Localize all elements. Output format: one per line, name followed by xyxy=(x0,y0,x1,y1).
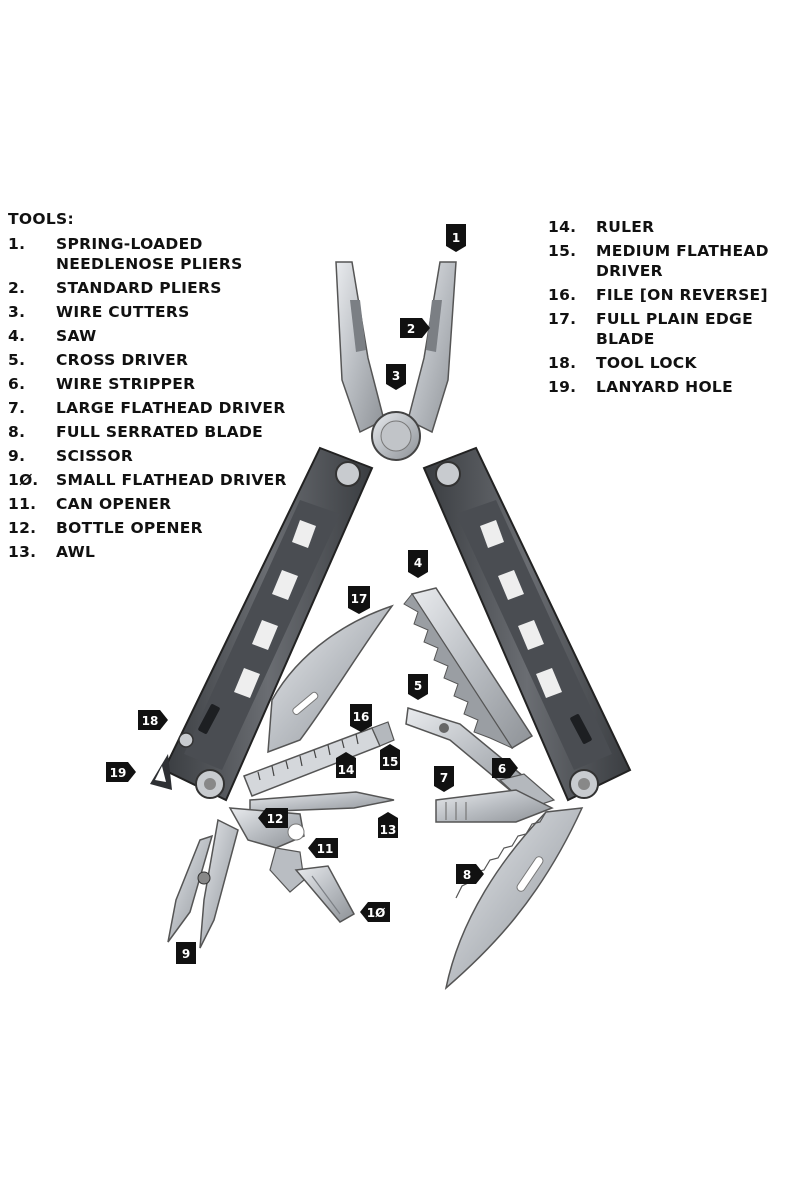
tools-heading: TOOLS: xyxy=(8,210,74,228)
list-item: 6.WIRE STRIPPER xyxy=(8,375,196,393)
svg-text:3: 3 xyxy=(392,369,400,383)
callout-17: 17 xyxy=(348,586,370,614)
needlenose-pliers xyxy=(335,261,457,461)
list-item: 14.RULER xyxy=(548,218,655,236)
svg-text:19: 19 xyxy=(110,766,127,780)
callout-19: 19 xyxy=(106,762,136,782)
list-item: 1.SPRING-LOADED NEEDLENOSE PLIERS xyxy=(8,235,243,273)
list-item: 15.MEDIUM FLATHEAD DRIVER xyxy=(548,242,769,280)
callout-10: 1Ø xyxy=(360,902,390,922)
ruler xyxy=(243,727,382,797)
scissors xyxy=(167,818,239,949)
svg-text:5: 5 xyxy=(414,679,422,693)
list-item: 3.WIRE CUTTERS xyxy=(8,303,190,321)
medium-flathead-driver xyxy=(371,721,395,747)
callout-18: 18 xyxy=(138,710,168,730)
callout-5: 5 xyxy=(408,674,428,700)
tool-lock xyxy=(198,704,220,734)
list-item: 11.CAN OPENER xyxy=(8,495,172,513)
svg-text:1: 1 xyxy=(452,231,460,245)
list-item: 1Ø.SMALL FLATHEAD DRIVER xyxy=(8,471,287,489)
list-item: 4.SAW xyxy=(8,327,97,345)
callout-14: 14 xyxy=(336,752,356,778)
list-item: 18.TOOL LOCK xyxy=(548,354,697,372)
svg-text:12: 12 xyxy=(267,812,284,826)
callout-1: 1 xyxy=(446,224,466,252)
callout-3: 3 xyxy=(386,364,406,390)
svg-text:8: 8 xyxy=(463,868,471,882)
callout-8: 8 xyxy=(456,864,484,884)
saw xyxy=(403,587,534,750)
svg-text:14: 14 xyxy=(338,763,355,777)
svg-text:18: 18 xyxy=(142,714,159,728)
svg-text:7: 7 xyxy=(440,771,448,785)
list-item: 7.LARGE FLATHEAD DRIVER xyxy=(8,399,286,417)
svg-text:16: 16 xyxy=(353,710,370,724)
list-item: 5.CROSS DRIVER xyxy=(8,351,189,369)
can-opener xyxy=(269,847,305,893)
svg-text:4: 4 xyxy=(414,556,422,570)
svg-text:15: 15 xyxy=(382,755,399,769)
svg-text:17: 17 xyxy=(351,592,368,606)
large-flathead-driver xyxy=(435,789,554,823)
svg-text:6: 6 xyxy=(498,762,506,776)
callout-11: 11 xyxy=(308,838,338,858)
callout-16: 16 xyxy=(350,704,372,732)
callout-4: 4 xyxy=(408,550,428,578)
svg-text:9: 9 xyxy=(182,947,190,961)
plain-edge-blade xyxy=(267,604,394,754)
list-item: 8.FULL SERRATED BLADE xyxy=(8,423,264,441)
svg-text:13: 13 xyxy=(380,823,397,837)
list-item: 19.LANYARD HOLE xyxy=(548,378,733,396)
callout-15: 15 xyxy=(380,744,400,770)
callout-12: 12 xyxy=(258,808,288,828)
callout-13: 13 xyxy=(378,812,398,838)
callout-2: 2 xyxy=(400,318,430,338)
svg-text:1Ø: 1Ø xyxy=(367,906,386,920)
callout-7: 7 xyxy=(434,766,454,792)
list-item: 12.BOTTLE OPENER xyxy=(8,519,203,537)
right-handle xyxy=(422,446,632,802)
list-item: 16.FILE [ON REVERSE] xyxy=(548,286,768,304)
tools-list-right: 14.RULER 15.MEDIUM FLATHEAD DRIVER 16.FI… xyxy=(548,217,800,401)
serrated-blade xyxy=(444,807,584,991)
list-item: 13.AWL xyxy=(8,543,96,561)
svg-text:11: 11 xyxy=(317,842,334,856)
list-item: 17.FULL PLAIN EDGE BLADE xyxy=(548,310,753,348)
list-item: 2.STANDARD PLIERS xyxy=(8,279,222,297)
callout-9: 9 xyxy=(176,942,196,964)
list-item: 9.SCISSOR xyxy=(8,447,134,465)
tools-list-left: TOOLS: 1.SPRING-LOADED NEEDLENOSE PLIERS… xyxy=(8,210,316,566)
lanyard-hole xyxy=(150,754,172,790)
callout-6: 6 xyxy=(492,758,518,778)
svg-text:2: 2 xyxy=(407,322,415,336)
